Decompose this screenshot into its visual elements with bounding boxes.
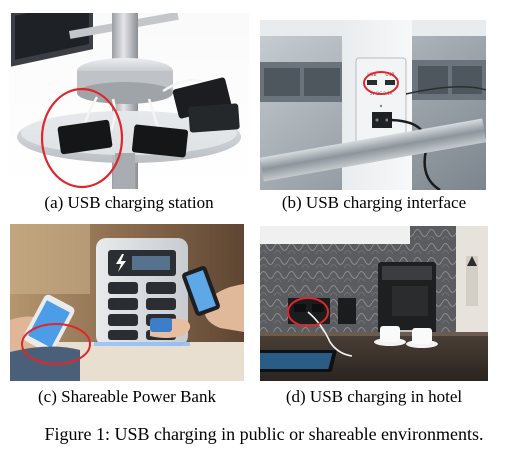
figure-caption: Figure 1: USB charging in public or shar…: [44, 424, 484, 444]
tablet: [260, 350, 337, 372]
usb-port-label: USB: [367, 72, 376, 78]
phone: [131, 124, 189, 158]
usb-port: [385, 80, 395, 85]
logo-icon: [467, 256, 477, 266]
highlight-circle: [21, 323, 91, 365]
usb-wall-plate: USB USB 5V DC 2.1A: [355, 57, 407, 147]
highlight-circle: [363, 71, 399, 95]
lightning-icon: [116, 254, 126, 272]
panel-d-caption: (d) USB charging in hotel: [285, 387, 463, 406]
panel-c-caption: (c) Shareable Power Bank: [38, 387, 216, 406]
coffee-cup: [406, 328, 438, 348]
panel-b-caption: (b) USB charging interface: [281, 193, 467, 212]
phone: [188, 103, 240, 133]
panel-b-image: USB USB 5V DC 2.1A: [260, 20, 486, 190]
phone: [57, 119, 113, 155]
panel-d-image: [260, 226, 488, 381]
panel-c-image: [10, 224, 244, 381]
monitor-screen: [11, 13, 93, 67]
panel-a-image: [9, 13, 249, 189]
power-socket: [372, 112, 392, 128]
coffee-cup: [374, 326, 406, 346]
usb-port: [367, 80, 377, 85]
usb-port-label: USB: [385, 72, 394, 78]
highlight-circle: [40, 87, 124, 189]
panel-a-caption: (a) USB charging station: [44, 193, 214, 212]
highlight-circle: [287, 297, 329, 327]
